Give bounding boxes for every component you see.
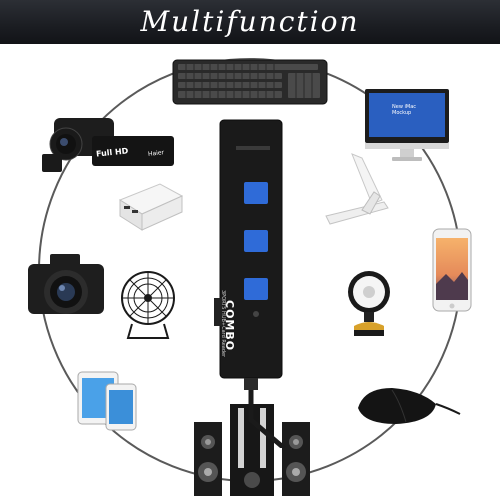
phone-stand-image	[322, 150, 392, 228]
webcam-image	[346, 268, 392, 338]
power-bank-image	[116, 180, 184, 232]
header-banner	[0, 0, 500, 44]
tablets-image	[76, 370, 140, 432]
mouse-image	[356, 382, 466, 428]
desk-fan-image	[118, 270, 178, 340]
camcorder-image	[40, 108, 178, 178]
keyboard-image	[172, 58, 328, 106]
hub-subtitle-label: 3PORTS HUB+Card Reader	[220, 290, 226, 358]
smartphone-image	[432, 228, 472, 312]
monitor-screen-text: New iMac Mockup	[392, 104, 417, 116]
dslr-camera-image	[26, 250, 106, 320]
monitor-image	[364, 88, 450, 162]
speakers-image	[192, 400, 314, 496]
usb-hub-image	[214, 118, 296, 448]
banner-title: Multifunction	[140, 5, 360, 38]
